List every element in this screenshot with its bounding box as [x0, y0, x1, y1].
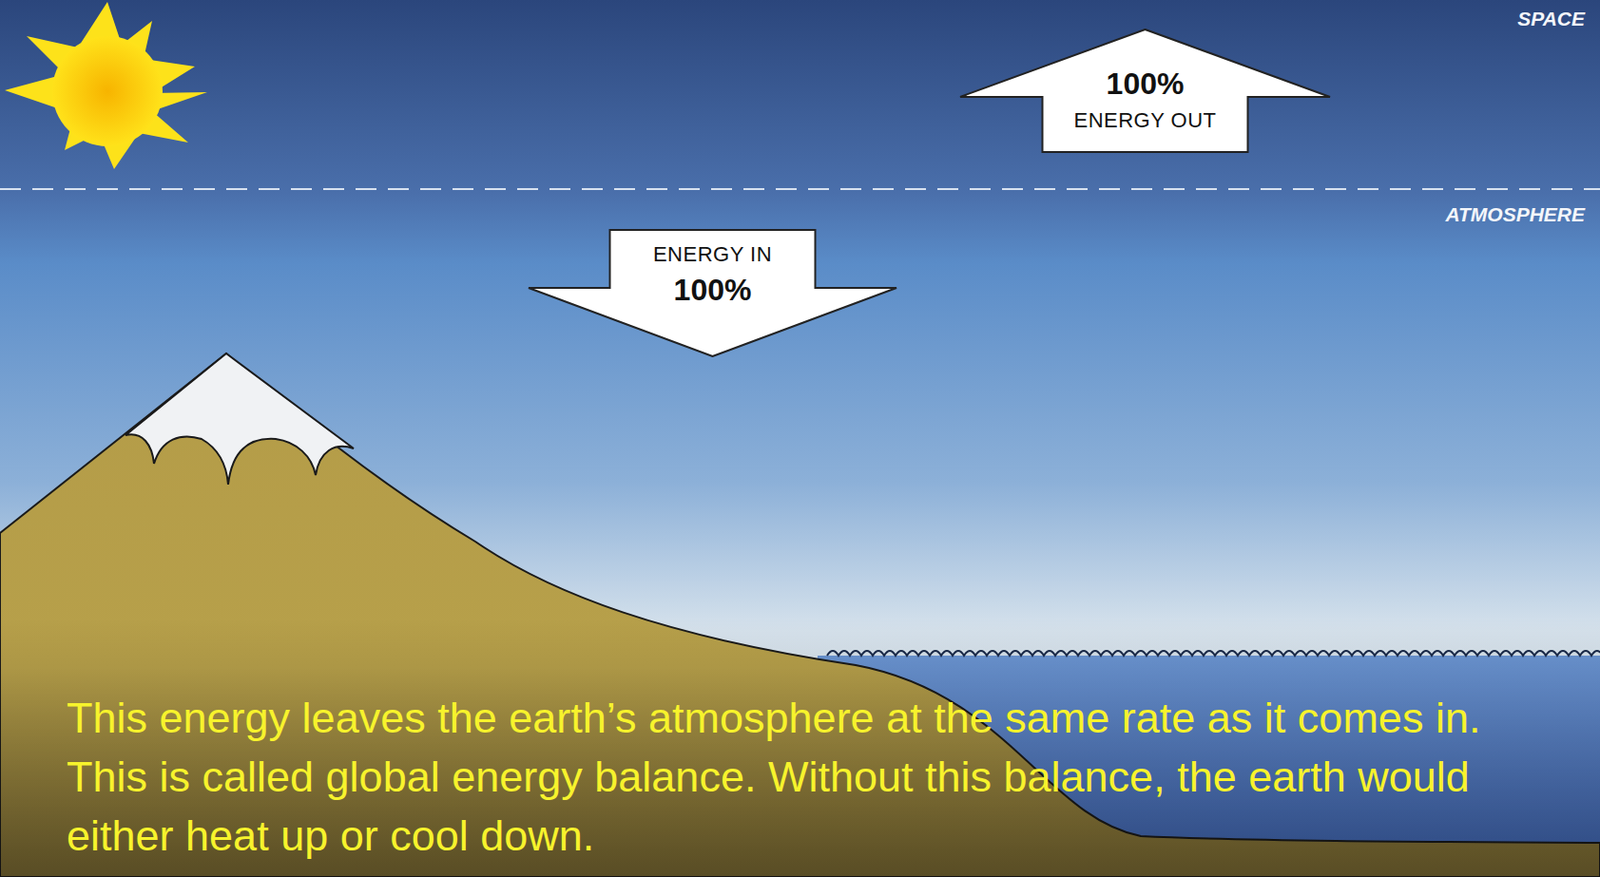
- region-label: SPACE: [1517, 7, 1585, 31]
- arrow-text: ENERGY IN: [527, 242, 898, 268]
- arrow-box: ENERGY IN 100%: [527, 229, 898, 358]
- arrow-text: 100%: [527, 272, 898, 309]
- arrow-box: 100% ENERGY OUT: [959, 28, 1331, 154]
- arrow-text: 100%: [959, 66, 1331, 102]
- arrow-text: ENERGY OUT: [959, 108, 1331, 134]
- region-label: ATMOSPHERE: [1445, 203, 1585, 227]
- caption-text: This energy leaves the earth’s atmospher…: [66, 689, 1560, 867]
